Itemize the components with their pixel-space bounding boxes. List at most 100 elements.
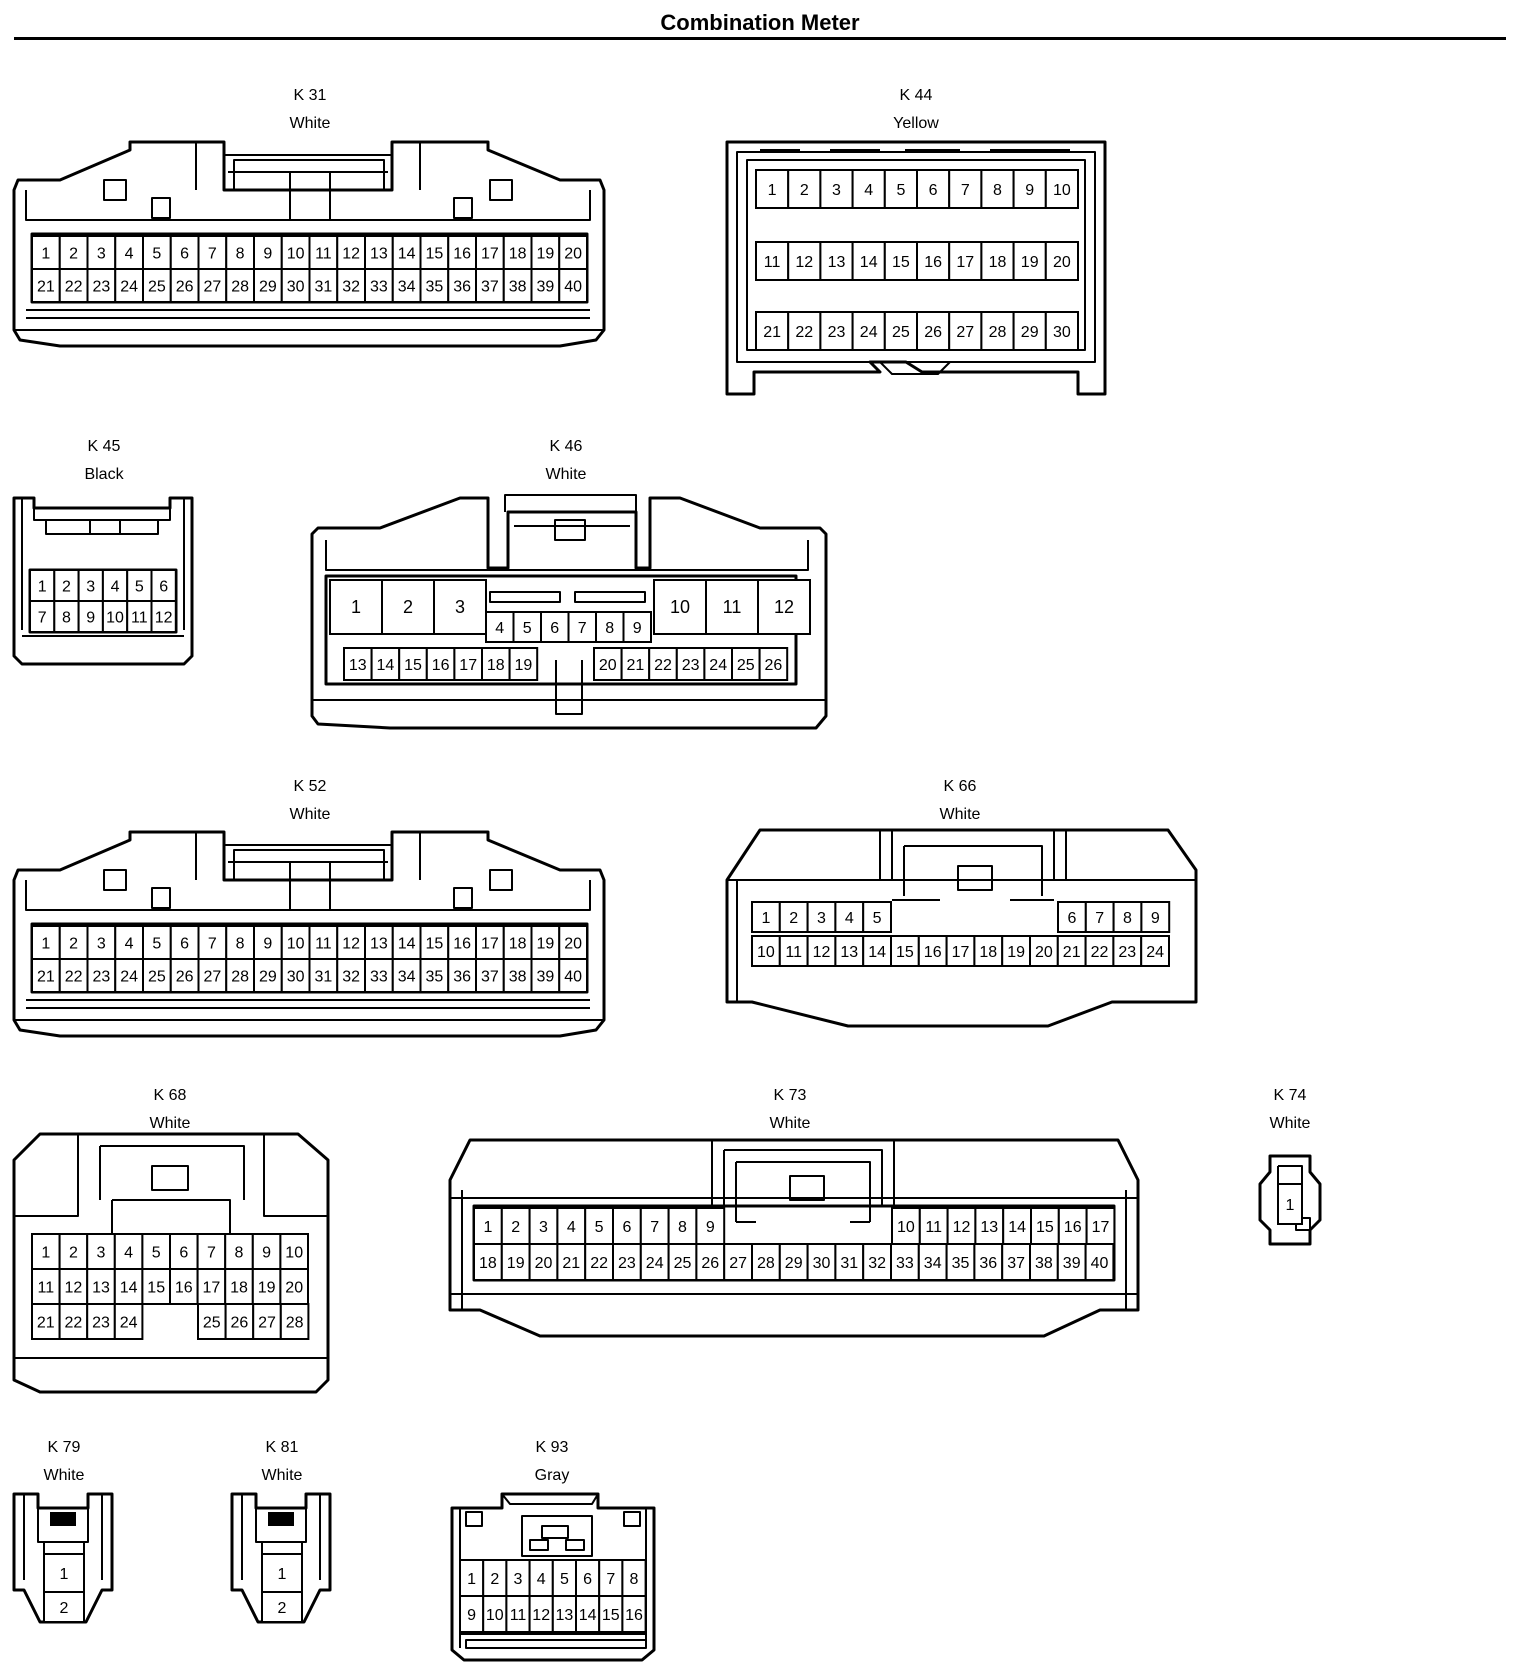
pin-label-k52-30: 30 (287, 969, 305, 986)
pin-label-k68-8: 8 (235, 1245, 244, 1262)
pin-label-k45-5: 5 (135, 579, 144, 596)
pin-cell (973, 1243, 1004, 1281)
pin-label-k52-15: 15 (425, 936, 443, 953)
connector-color-k66: White (940, 806, 981, 823)
pin-label-k44-21: 21 (763, 324, 781, 341)
pin-label-k31-8: 8 (236, 246, 245, 263)
pin-label-k66-18: 18 (979, 944, 997, 961)
pin-label-k93-10: 10 (486, 1607, 504, 1624)
pin-label-k66-1: 1 (761, 910, 770, 927)
pin-label-k31-26: 26 (176, 279, 194, 296)
pin-label-k44-22: 22 (795, 324, 813, 341)
pin-label-k46-4: 4 (495, 620, 504, 637)
connector-color-k93: Gray (535, 1467, 570, 1484)
pin-label-k73-28: 28 (757, 1255, 775, 1272)
pin-cell (58, 1303, 89, 1340)
pin-label-k52-16: 16 (453, 936, 471, 953)
pin-label-k68-10: 10 (285, 1245, 303, 1262)
pin-label-k52-27: 27 (203, 969, 221, 986)
pin-label-k93-6: 6 (583, 1571, 592, 1588)
pin-label-k46-22: 22 (654, 657, 672, 674)
connector-id-k81: K 81 (266, 1439, 299, 1456)
pin-cell (253, 235, 283, 270)
pin-cell (851, 241, 886, 281)
pin-label-k93-1: 1 (467, 1571, 476, 1588)
pin-label-k93-8: 8 (630, 1571, 639, 1588)
pin-cell (806, 1243, 837, 1281)
pin-cell (851, 311, 886, 351)
pin-label-k68-6: 6 (179, 1245, 188, 1262)
pin-label-k93-2: 2 (490, 1571, 499, 1588)
pin-label-k52-17: 17 (481, 936, 499, 953)
pin-label-k52-38: 38 (509, 969, 527, 986)
pin-cell (806, 935, 837, 967)
pin-label-k46-1: 1 (351, 597, 361, 617)
pin-cell (567, 611, 597, 643)
pin-cell (758, 647, 789, 681)
pin-label-k52-39: 39 (536, 969, 554, 986)
pin-label-k73-23: 23 (618, 1255, 636, 1272)
pin-cell (819, 241, 854, 281)
pin-label-k66-3: 3 (817, 910, 826, 927)
pin-label-k44-8: 8 (993, 182, 1002, 199)
pin-label-k52-24: 24 (120, 969, 138, 986)
pin-cell (419, 925, 450, 960)
pin-label-k73-13: 13 (980, 1219, 998, 1236)
pin-label-k66-24: 24 (1146, 944, 1164, 961)
connector-color-k52: White (290, 806, 331, 823)
pin-label-k44-29: 29 (1021, 324, 1039, 341)
pin-cell (1001, 1243, 1032, 1281)
pin-label-k31-37: 37 (481, 279, 499, 296)
pin-label-k46-7: 7 (578, 620, 587, 637)
pin-label-k66-22: 22 (1091, 944, 1109, 961)
pin-label-k93-16: 16 (625, 1607, 643, 1624)
pin-label-k44-14: 14 (860, 254, 878, 271)
pin-cell (891, 1207, 921, 1245)
pin-cell (502, 958, 533, 993)
pin-label-k73-6: 6 (622, 1219, 631, 1236)
pin-label-k45-9: 9 (86, 610, 95, 627)
pin-cell (364, 925, 394, 960)
pin-label-k73-36: 36 (979, 1255, 997, 1272)
pin-cell (197, 1303, 227, 1340)
pin-cell (500, 1243, 531, 1281)
pin-label-k44-30: 30 (1053, 324, 1071, 341)
pin-cell (370, 647, 401, 681)
pin-label-k31-33: 33 (370, 279, 388, 296)
pin-label-k46-15: 15 (404, 657, 422, 674)
pin-label-k52-35: 35 (425, 969, 443, 986)
pin-cell (261, 1553, 303, 1593)
pin-label-k44-27: 27 (956, 324, 974, 341)
pin-label-k44-3: 3 (832, 182, 841, 199)
pin-cell (890, 935, 920, 967)
pin-label-k68-9: 9 (262, 1245, 271, 1262)
pin-cell (425, 647, 456, 681)
pin-label-k68-14: 14 (120, 1280, 138, 1297)
pin-label-k73-9: 9 (706, 1219, 715, 1236)
pin-label-k79-1: 1 (60, 1566, 69, 1583)
pin-label-k46-19: 19 (515, 657, 533, 674)
pin-label-k44-5: 5 (896, 182, 905, 199)
pin-label-k52-23: 23 (92, 969, 110, 986)
pin-label-k73-33: 33 (896, 1255, 914, 1272)
pin-label-k93-12: 12 (532, 1607, 550, 1624)
pin-label-k31-38: 38 (509, 279, 527, 296)
pin-label-k46-12: 12 (774, 597, 794, 617)
pin-label-k68-27: 27 (258, 1315, 276, 1332)
connector-color-k44: Yellow (893, 115, 939, 132)
pin-label-k66-15: 15 (896, 944, 914, 961)
pin-cell (113, 1303, 144, 1340)
pin-label-k31-36: 36 (453, 279, 471, 296)
pin-label-k44-19: 19 (1021, 254, 1039, 271)
pin-label-k73-17: 17 (1092, 1219, 1110, 1236)
pin-cell (419, 958, 450, 993)
connector-k44 (725, 140, 1107, 396)
pin-label-k44-7: 7 (961, 182, 970, 199)
pin-label-k73-30: 30 (813, 1255, 831, 1272)
pin-cell (584, 1207, 615, 1245)
pin-cell (280, 958, 311, 993)
pin-label-k31-3: 3 (97, 246, 106, 263)
page-title: Combination Meter (660, 10, 860, 35)
